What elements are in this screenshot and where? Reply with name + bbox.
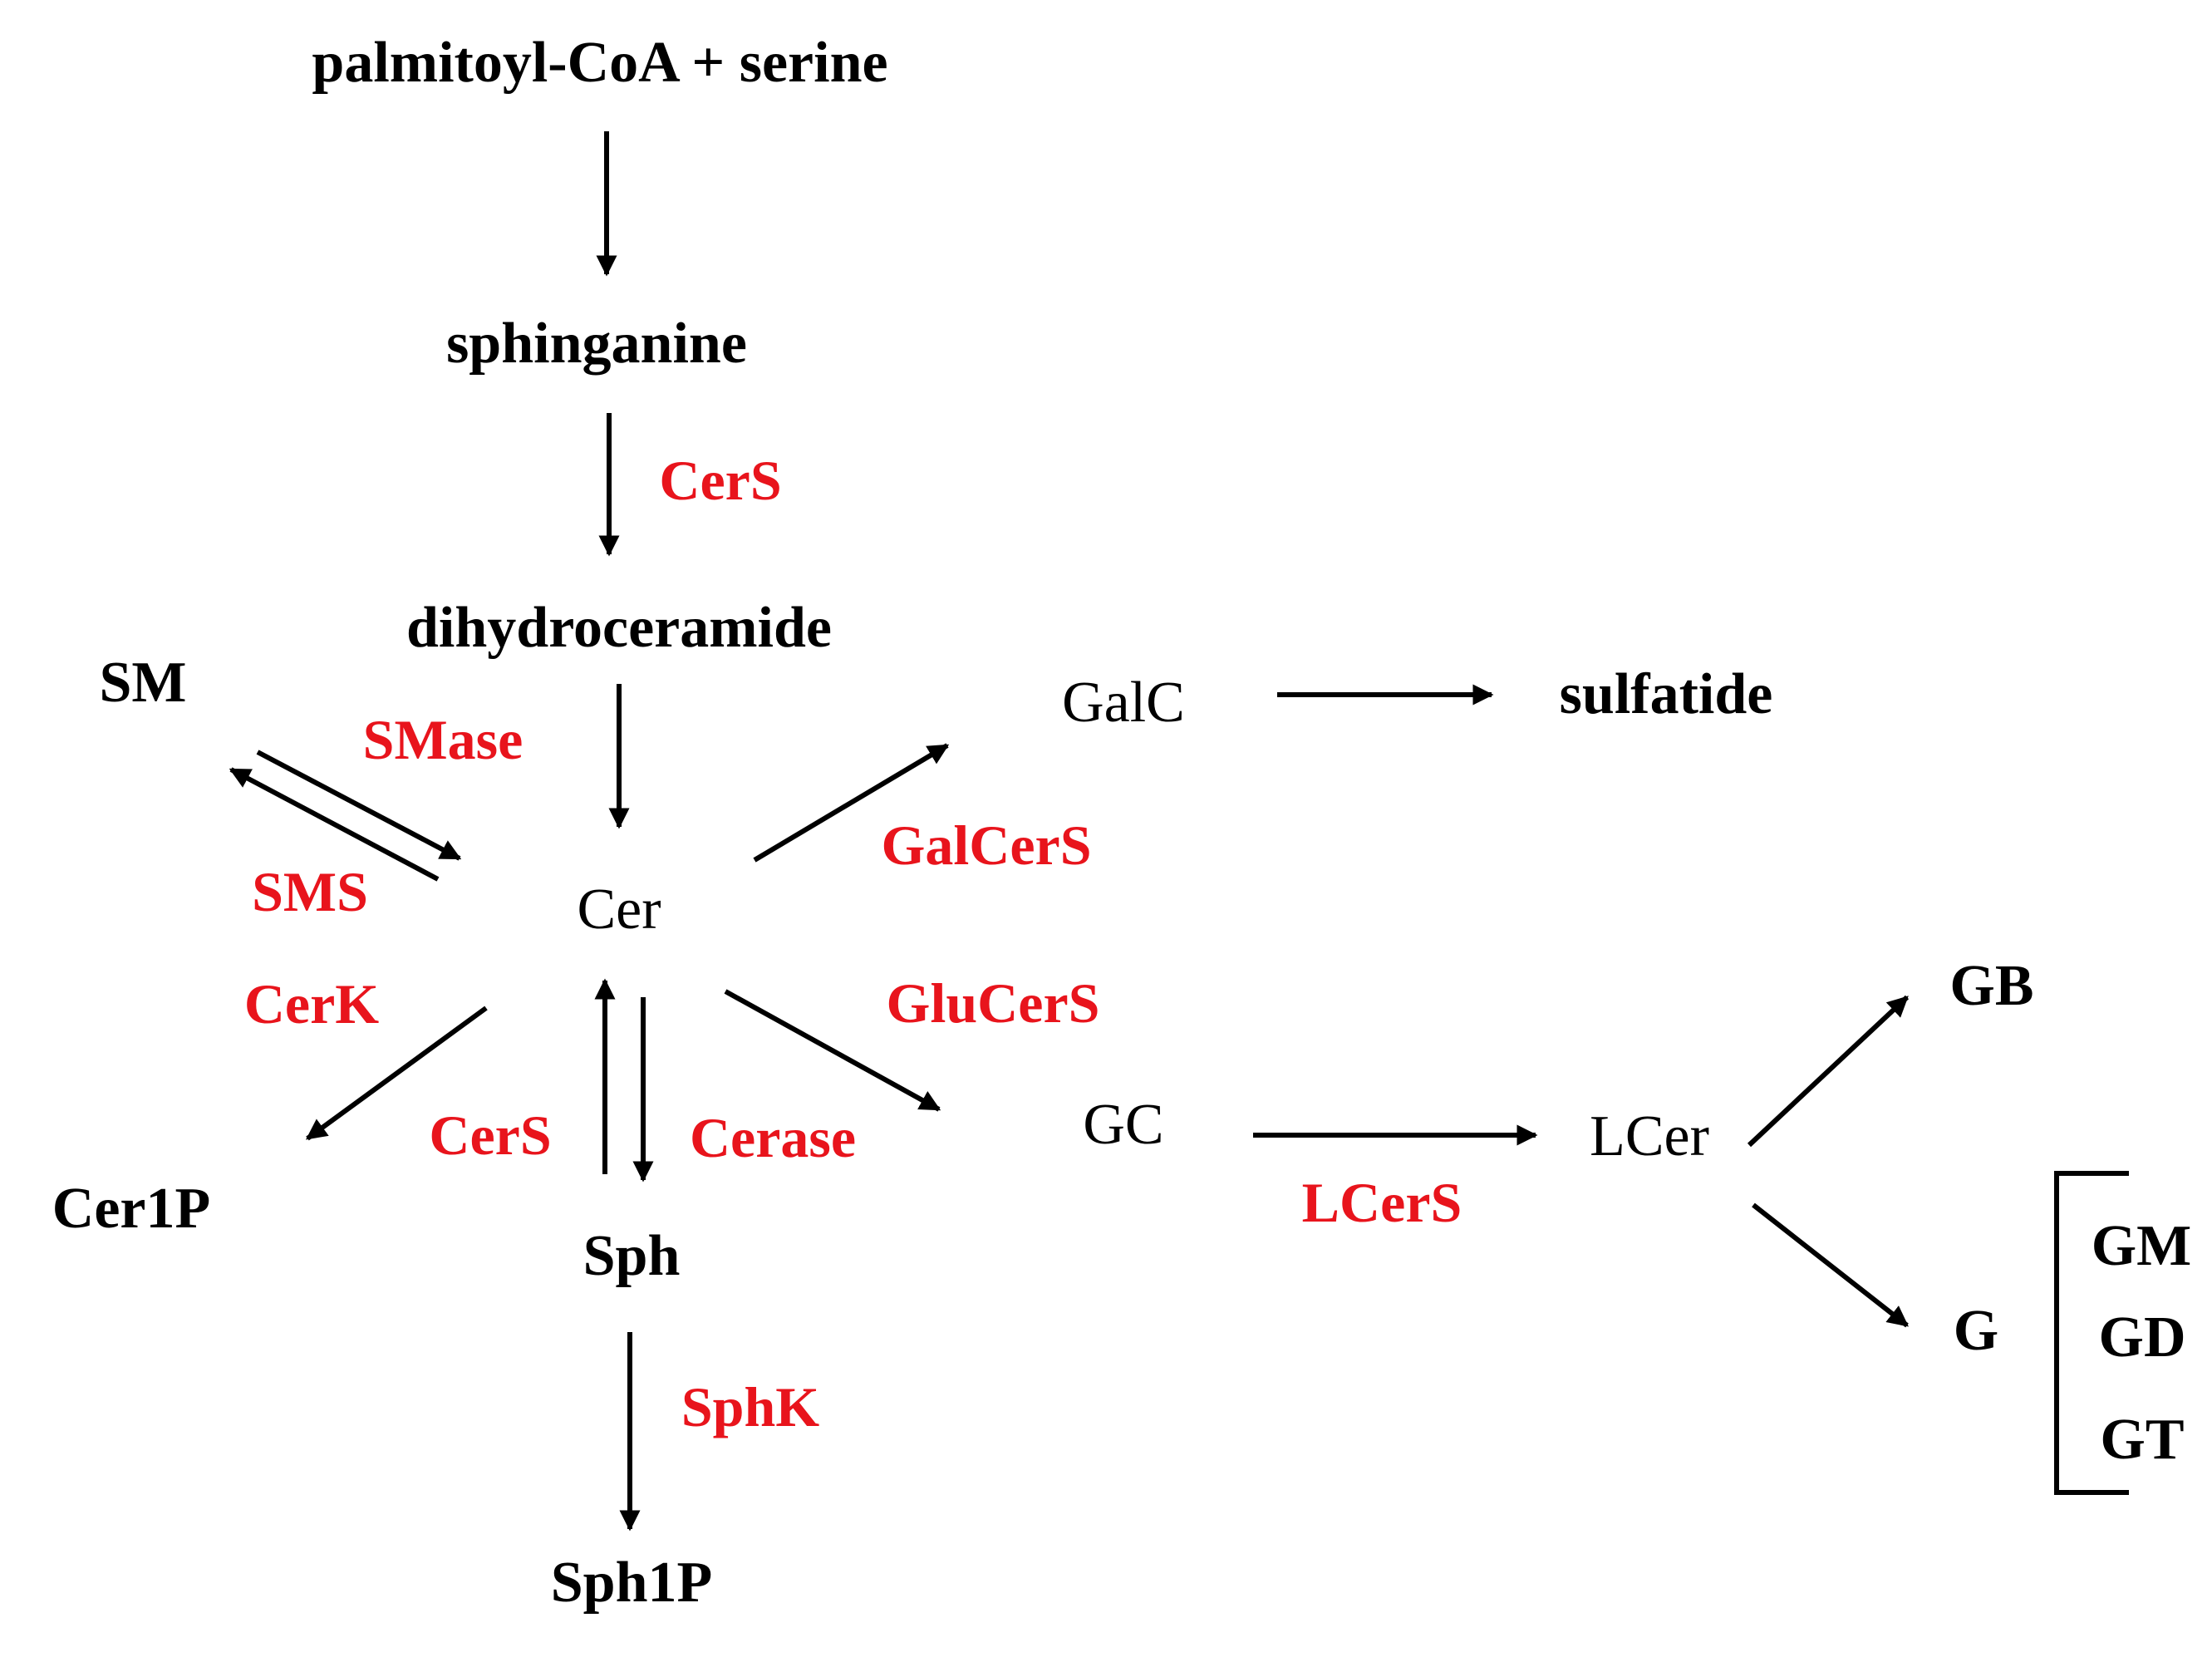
arrow-cer-to-cer1p xyxy=(305,1006,488,1141)
metabolite-gt: GT xyxy=(2100,1408,2185,1472)
metabolite-lcer: LCer xyxy=(1590,1104,1709,1168)
metabolite-palmitoyl-coa-serine: palmitoyl-CoA + serine xyxy=(312,31,888,95)
metabolite-galc: GalC xyxy=(1062,671,1185,735)
enzyme-lcers: LCerS xyxy=(1301,1171,1462,1234)
metabolite-sph1p: Sph1P xyxy=(550,1551,713,1615)
enzyme-cers-bottom: CerS xyxy=(429,1104,552,1167)
enzyme-sphk: SphK xyxy=(681,1375,820,1438)
metabolite-cer: Cer xyxy=(577,878,661,942)
enzyme-cerase: Cerase xyxy=(689,1106,857,1169)
metabolite-gb: GB xyxy=(1949,954,2034,1018)
metabolite-sm: SM xyxy=(99,651,187,715)
bracket-ganglioside-series xyxy=(2054,1171,2129,1495)
arrow-cer-to-galc xyxy=(753,743,950,863)
enzyme-galcers: GalCerS xyxy=(881,814,1092,877)
metabolite-dihydroceramide: dihydroceramide xyxy=(406,596,833,660)
enzyme-cerk: CerK xyxy=(243,972,380,1035)
arrow-cer-to-gc xyxy=(724,989,941,1112)
arrow-sm-to-cer xyxy=(256,750,462,861)
metabolite-cer1p: Cer1P xyxy=(52,1177,211,1241)
metabolite-sulfatide: sulfatide xyxy=(1559,662,1773,726)
metabolite-gd: GD xyxy=(2098,1305,2186,1369)
arrow-lcer-to-g xyxy=(1752,1202,1909,1328)
arrow-lcer-to-gb xyxy=(1747,995,1910,1148)
metabolite-g: G xyxy=(1953,1299,1999,1363)
metabolite-gm: GM xyxy=(2091,1214,2192,1278)
arrow-cer-to-sm xyxy=(229,767,440,882)
enzyme-sms: SMS xyxy=(252,860,368,923)
metabolite-sph: Sph xyxy=(582,1224,681,1288)
enzyme-glucers: GluCerS xyxy=(886,971,1100,1035)
metabolite-gc: GC xyxy=(1083,1093,1164,1157)
enzyme-cers-top: CerS xyxy=(659,449,782,512)
metabolite-sphinganine: sphinganine xyxy=(446,312,747,376)
enzyme-smase: SMase xyxy=(362,708,524,771)
